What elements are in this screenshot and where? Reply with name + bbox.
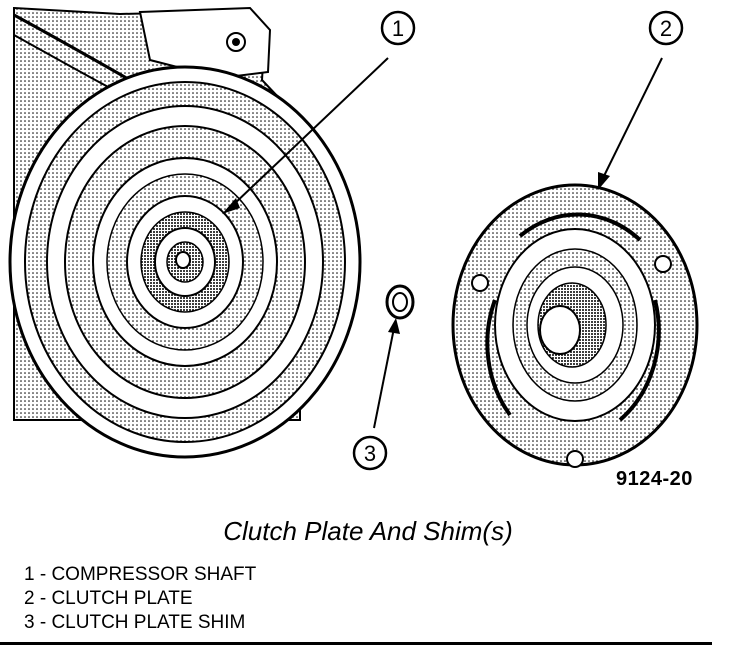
legend-item: 2 - CLUTCH PLATE	[24, 588, 193, 609]
callout-1: 1	[222, 10, 416, 214]
legend: 1 - COMPRESSOR SHAFT 2 - CLUTCH PLATE 3 …	[24, 563, 256, 635]
divider	[0, 642, 712, 645]
callout-3: 3	[352, 318, 400, 471]
svg-text:2: 2	[660, 16, 672, 41]
figure-caption: Clutch Plate And Shim(s)	[223, 516, 513, 546]
clutch-plate	[451, 183, 699, 468]
legend-item: 3 - CLUTCH PLATE SHIM	[24, 612, 246, 633]
legend-item: 1 - COMPRESSOR SHAFT	[24, 564, 257, 585]
svg-text:3: 3	[364, 441, 376, 466]
svg-text:1: 1	[392, 16, 404, 41]
callout-2: 2	[598, 10, 684, 190]
clutch-plate-shim	[385, 284, 415, 320]
figure-id: 9124-20	[616, 468, 693, 490]
clutch-diagram: 1 2 3	[8, 6, 699, 471]
compressor-assembly	[8, 6, 362, 459]
